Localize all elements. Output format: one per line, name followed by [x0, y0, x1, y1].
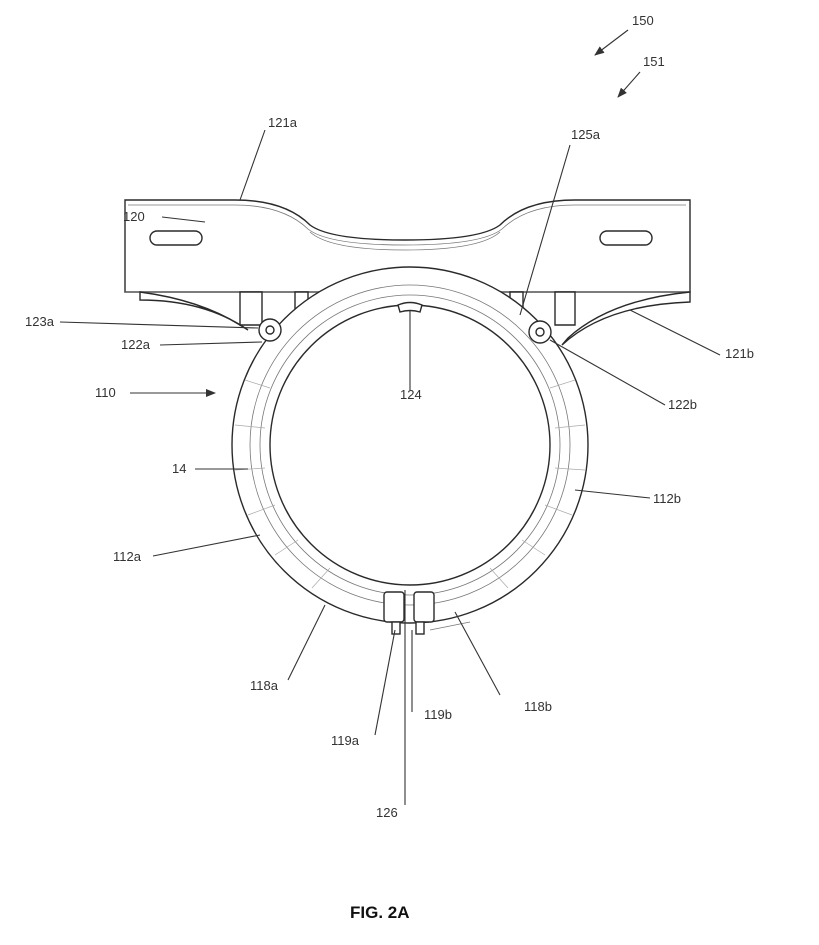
hinge-pin-right [529, 321, 551, 343]
label-151: 151 [643, 54, 665, 69]
label-118b: 118b [524, 699, 552, 714]
label-150: 150 [632, 13, 654, 28]
label-112a: 112a [113, 549, 142, 564]
label-122a: 122a [121, 337, 151, 352]
slot-right [600, 231, 652, 245]
label-119a: 119a [331, 733, 360, 748]
figure-caption: FIG. 2A [350, 903, 410, 922]
label-122b: 122b [668, 397, 697, 412]
label-125a: 125a [571, 127, 601, 142]
label-119b: 119b [424, 707, 452, 722]
hinge-pin-left [259, 319, 281, 341]
label-14: 14 [172, 461, 186, 476]
label-120: 120 [123, 209, 145, 224]
label-121b: 121b [725, 346, 754, 361]
label-123a: 123a [25, 314, 55, 329]
label-124: 124 [400, 387, 422, 402]
label-126: 126 [376, 805, 398, 820]
label-121a: 121a [268, 115, 298, 130]
slot-left [150, 231, 202, 245]
label-110: 110 [95, 385, 116, 400]
label-112b: 112b [653, 491, 681, 506]
label-118a: 118a [250, 678, 279, 693]
